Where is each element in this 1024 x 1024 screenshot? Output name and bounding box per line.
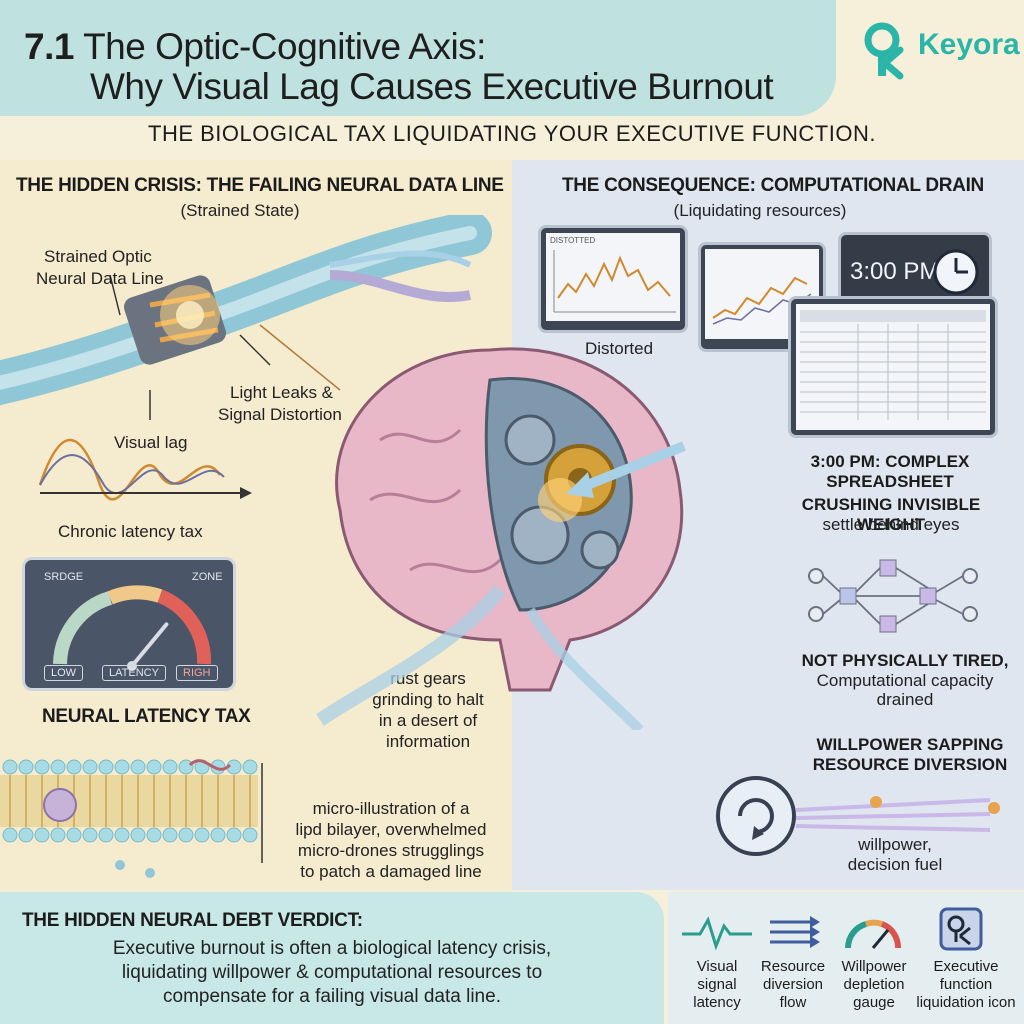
gauge-low-label: LOW xyxy=(44,665,84,681)
spreadsheet-line-1: 3:00 PM: COMPLEX xyxy=(810,452,970,471)
willpower-heading-1: WILLPOWER SAPPING xyxy=(816,735,1004,754)
right-state: (Liquidating resources) xyxy=(673,201,847,220)
gauge-top-left: SRDGE xyxy=(44,571,84,583)
drained-line-2: drained xyxy=(876,690,934,709)
gears-line-1: rust gears xyxy=(390,669,466,688)
signal-wave-icon xyxy=(682,916,752,951)
legend-2-line-1: Resource xyxy=(760,958,826,975)
legend-3-line-1: Willpower xyxy=(841,958,907,975)
leak-label-2: Signal Distortion xyxy=(218,405,342,424)
optic-cable-illustration xyxy=(0,215,492,501)
leak-label-1: Light Leaks & xyxy=(230,383,334,402)
micro-line-3: micro-drones strugglings xyxy=(297,841,485,860)
willpower-diversion-illustration xyxy=(716,776,1000,856)
legend-2-line-2: diversion xyxy=(762,976,824,993)
gears-line-2: grinding to halt xyxy=(372,690,484,709)
latency-heading: NEURAL LATENCY TAX xyxy=(42,706,251,727)
resource-flow-diagram xyxy=(808,559,978,633)
liquidation-icon xyxy=(939,907,983,951)
gears-line-3: in a desert of xyxy=(378,711,478,730)
tax-label: Chronic latency tax xyxy=(58,522,203,541)
title-line-2: Why Visual Lag Causes Executive Burnout xyxy=(90,66,774,107)
right-heading: THE CONSEQUENCE: COMPUTATIONAL DRAIN xyxy=(562,175,984,196)
legend-2-line-3: flow xyxy=(779,994,807,1011)
fuel-line-2: decision fuel xyxy=(847,855,943,874)
lag-label: Visual lag xyxy=(114,433,188,452)
legend-4-line-1: Executive xyxy=(933,958,999,975)
gauge-top-right: ZONE xyxy=(192,571,223,583)
spreadsheet-screen xyxy=(796,304,990,430)
gauge-dial xyxy=(53,585,212,671)
fuel-line-1: willpower, xyxy=(858,835,932,854)
clock-monitor-time: 3:00 PM xyxy=(850,258,940,285)
legend-1-line-3: latency xyxy=(693,994,741,1011)
gears-line-4: information xyxy=(385,732,471,751)
left-heading: THE HIDDEN CRISIS: THE FAILING NEURAL DA… xyxy=(16,175,504,196)
brand-name: Keyora xyxy=(918,28,1020,61)
depletion-gauge-icon xyxy=(845,919,901,949)
subtitle: THE BIOLOGICAL TAX LIQUIDATING YOUR EXEC… xyxy=(148,121,876,146)
gauge-mid-label: LATENCY xyxy=(102,665,166,681)
verdict-line-3: compensate for a failing visual data lin… xyxy=(163,986,501,1007)
clock-icon xyxy=(933,249,979,295)
cable-label-1: Strained Optic xyxy=(44,247,152,266)
legend-1-line-1: Visual xyxy=(696,958,738,975)
legend-3-line-2: depletion xyxy=(843,976,905,993)
cable-label-2: Neural Data Line xyxy=(36,269,164,288)
title-line-1: 7.1 The Optic-Cognitive Axis: xyxy=(24,26,486,67)
legend-4-line-2: function xyxy=(939,976,993,993)
verdict-line-2: liquidating willpower & computational re… xyxy=(121,962,543,983)
drained-line-1: Computational capacity xyxy=(816,671,994,690)
spreadsheet-line-2: SPREADSHEET xyxy=(826,472,954,491)
legend-3-line-3: gauge xyxy=(853,994,895,1011)
title-band xyxy=(0,0,836,116)
pointer-arrow xyxy=(566,441,686,498)
verdict-heading: THE HIDDEN NEURAL DEBT VERDICT: xyxy=(22,910,363,931)
willpower-heading-2: RESOURCE DIVERSION xyxy=(812,755,1008,774)
diversion-arrows-icon xyxy=(770,916,820,948)
distorted-monitor-title: DISTOTTED xyxy=(550,236,596,245)
brain-gears-illustration xyxy=(316,347,684,730)
gauge-high-label: RIGH xyxy=(176,665,218,681)
legend-4-line-3: liquidation icon xyxy=(916,994,1016,1011)
brand-logo-icon xyxy=(864,22,904,80)
micro-line-2: lipd bilayer, overwhelmed xyxy=(295,820,487,839)
not-tired-label: NOT PHYSICALLY TIRED, xyxy=(801,651,1009,670)
verdict-line-1: Executive burnout is often a biological … xyxy=(112,938,552,959)
micro-line-4: to patch a damaged line xyxy=(300,862,482,881)
distorted-line-chart xyxy=(553,250,676,313)
spreadsheet-grid xyxy=(800,310,986,420)
settle-label: settle behind eyes xyxy=(822,515,960,534)
micro-line-1: micro-illustration of a xyxy=(312,799,470,818)
verdict-panel xyxy=(0,892,664,1024)
left-state: (Strained State) xyxy=(180,201,300,220)
lipid-bilayer-illustration xyxy=(0,759,263,878)
distorted-caption: Distorted xyxy=(585,339,654,358)
weight-label: CRUSHING INVISIBLE WEIGHT xyxy=(801,495,981,534)
legend-1-line-2: signal xyxy=(697,976,737,993)
